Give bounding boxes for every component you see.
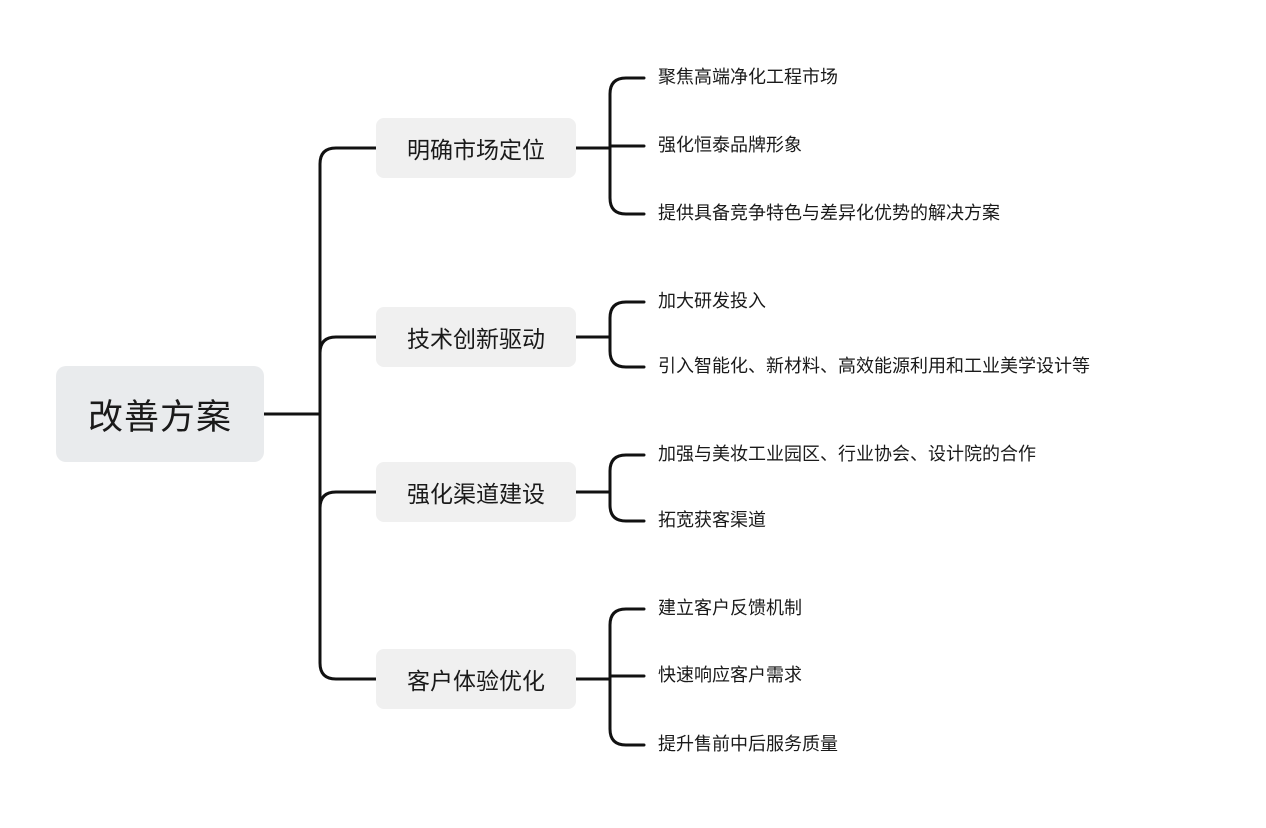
leaf-item: 提供具备竞争特色与差异化优势的解决方案 [658,203,1000,224]
branch-label: 明确市场定位 [407,138,545,164]
leaf-item: 提升售前中后服务质量 [658,734,838,755]
branch-node-customer-experience: 客户体验优化 [376,649,576,709]
branch-connector [318,335,378,355]
root-node: 改善方案 [56,366,264,462]
leaf-item: 建立客户反馈机制 [658,598,802,619]
branch-node-channel-building: 强化渠道建设 [376,462,576,522]
branch-label: 客户体验优化 [407,669,545,695]
root-label: 改善方案 [87,397,232,438]
leaf-item: 聚焦高端净化工程市场 [658,67,838,88]
branch-label: 强化渠道建设 [407,482,545,508]
leaf-spine [608,453,646,523]
main-spine [318,146,378,681]
leaf-item: 快速响应客户需求 [658,665,802,686]
branch-node-market-positioning: 明确市场定位 [376,118,576,178]
leaf-item: 强化恒泰品牌形象 [658,135,802,156]
leaf-item: 引入智能化、新材料、高效能源利用和工业美学设计等 [658,356,1090,377]
leaf-spine [608,300,646,369]
branch-label: 技术创新驱动 [407,327,545,353]
leaf-item: 加强与美妆工业园区、行业协会、设计院的合作 [658,444,1036,465]
leaf-item: 拓宽获客渠道 [658,510,766,531]
branch-node-tech-innovation: 技术创新驱动 [376,307,576,367]
leaf-item: 加大研发投入 [658,291,766,312]
branch-connector [318,490,378,510]
